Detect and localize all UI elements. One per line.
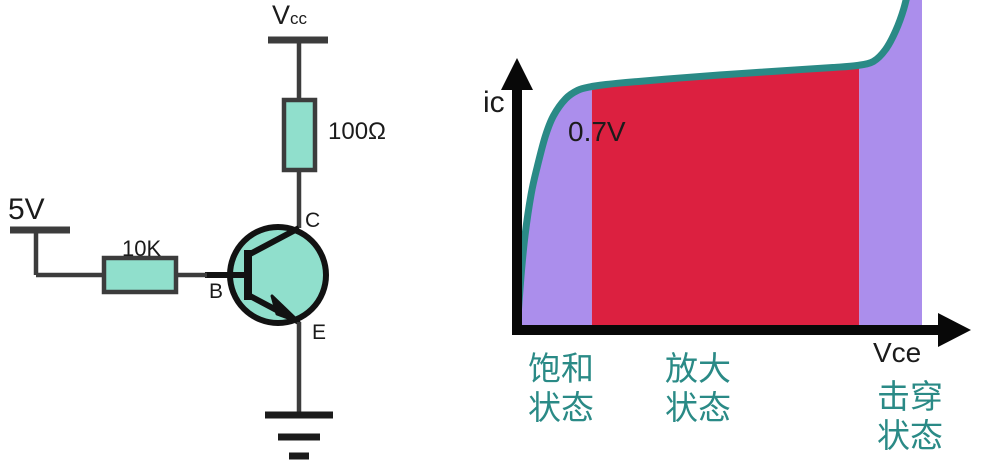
circuit-diagram-panel: Vcc 100Ω 5V 10K C B E	[0, 0, 470, 472]
y-axis-arrow-icon	[501, 58, 533, 90]
chart-axes	[501, 58, 971, 347]
emitter-arrow-icon	[270, 294, 301, 324]
transistor-collector-lead	[248, 225, 301, 257]
circuit-schematic-svg	[10, 36, 333, 460]
ic-vce-curve	[513, 0, 910, 334]
region-fill-breakdown	[859, 0, 922, 330]
base-resistor-body	[101, 255, 179, 295]
collector-resistor-body	[281, 97, 318, 173]
region-fill-amplification	[591, 64, 860, 330]
output-characteristic-chart-svg	[501, 0, 971, 347]
region-fill-saturation	[517, 86, 592, 330]
x-axis-arrow-icon	[938, 313, 971, 347]
chart-region-fills	[517, 0, 922, 330]
characteristic-curve-panel: ic 0.7V Vce 饱和 状态 放大 状态 击穿 状态	[470, 0, 981, 472]
